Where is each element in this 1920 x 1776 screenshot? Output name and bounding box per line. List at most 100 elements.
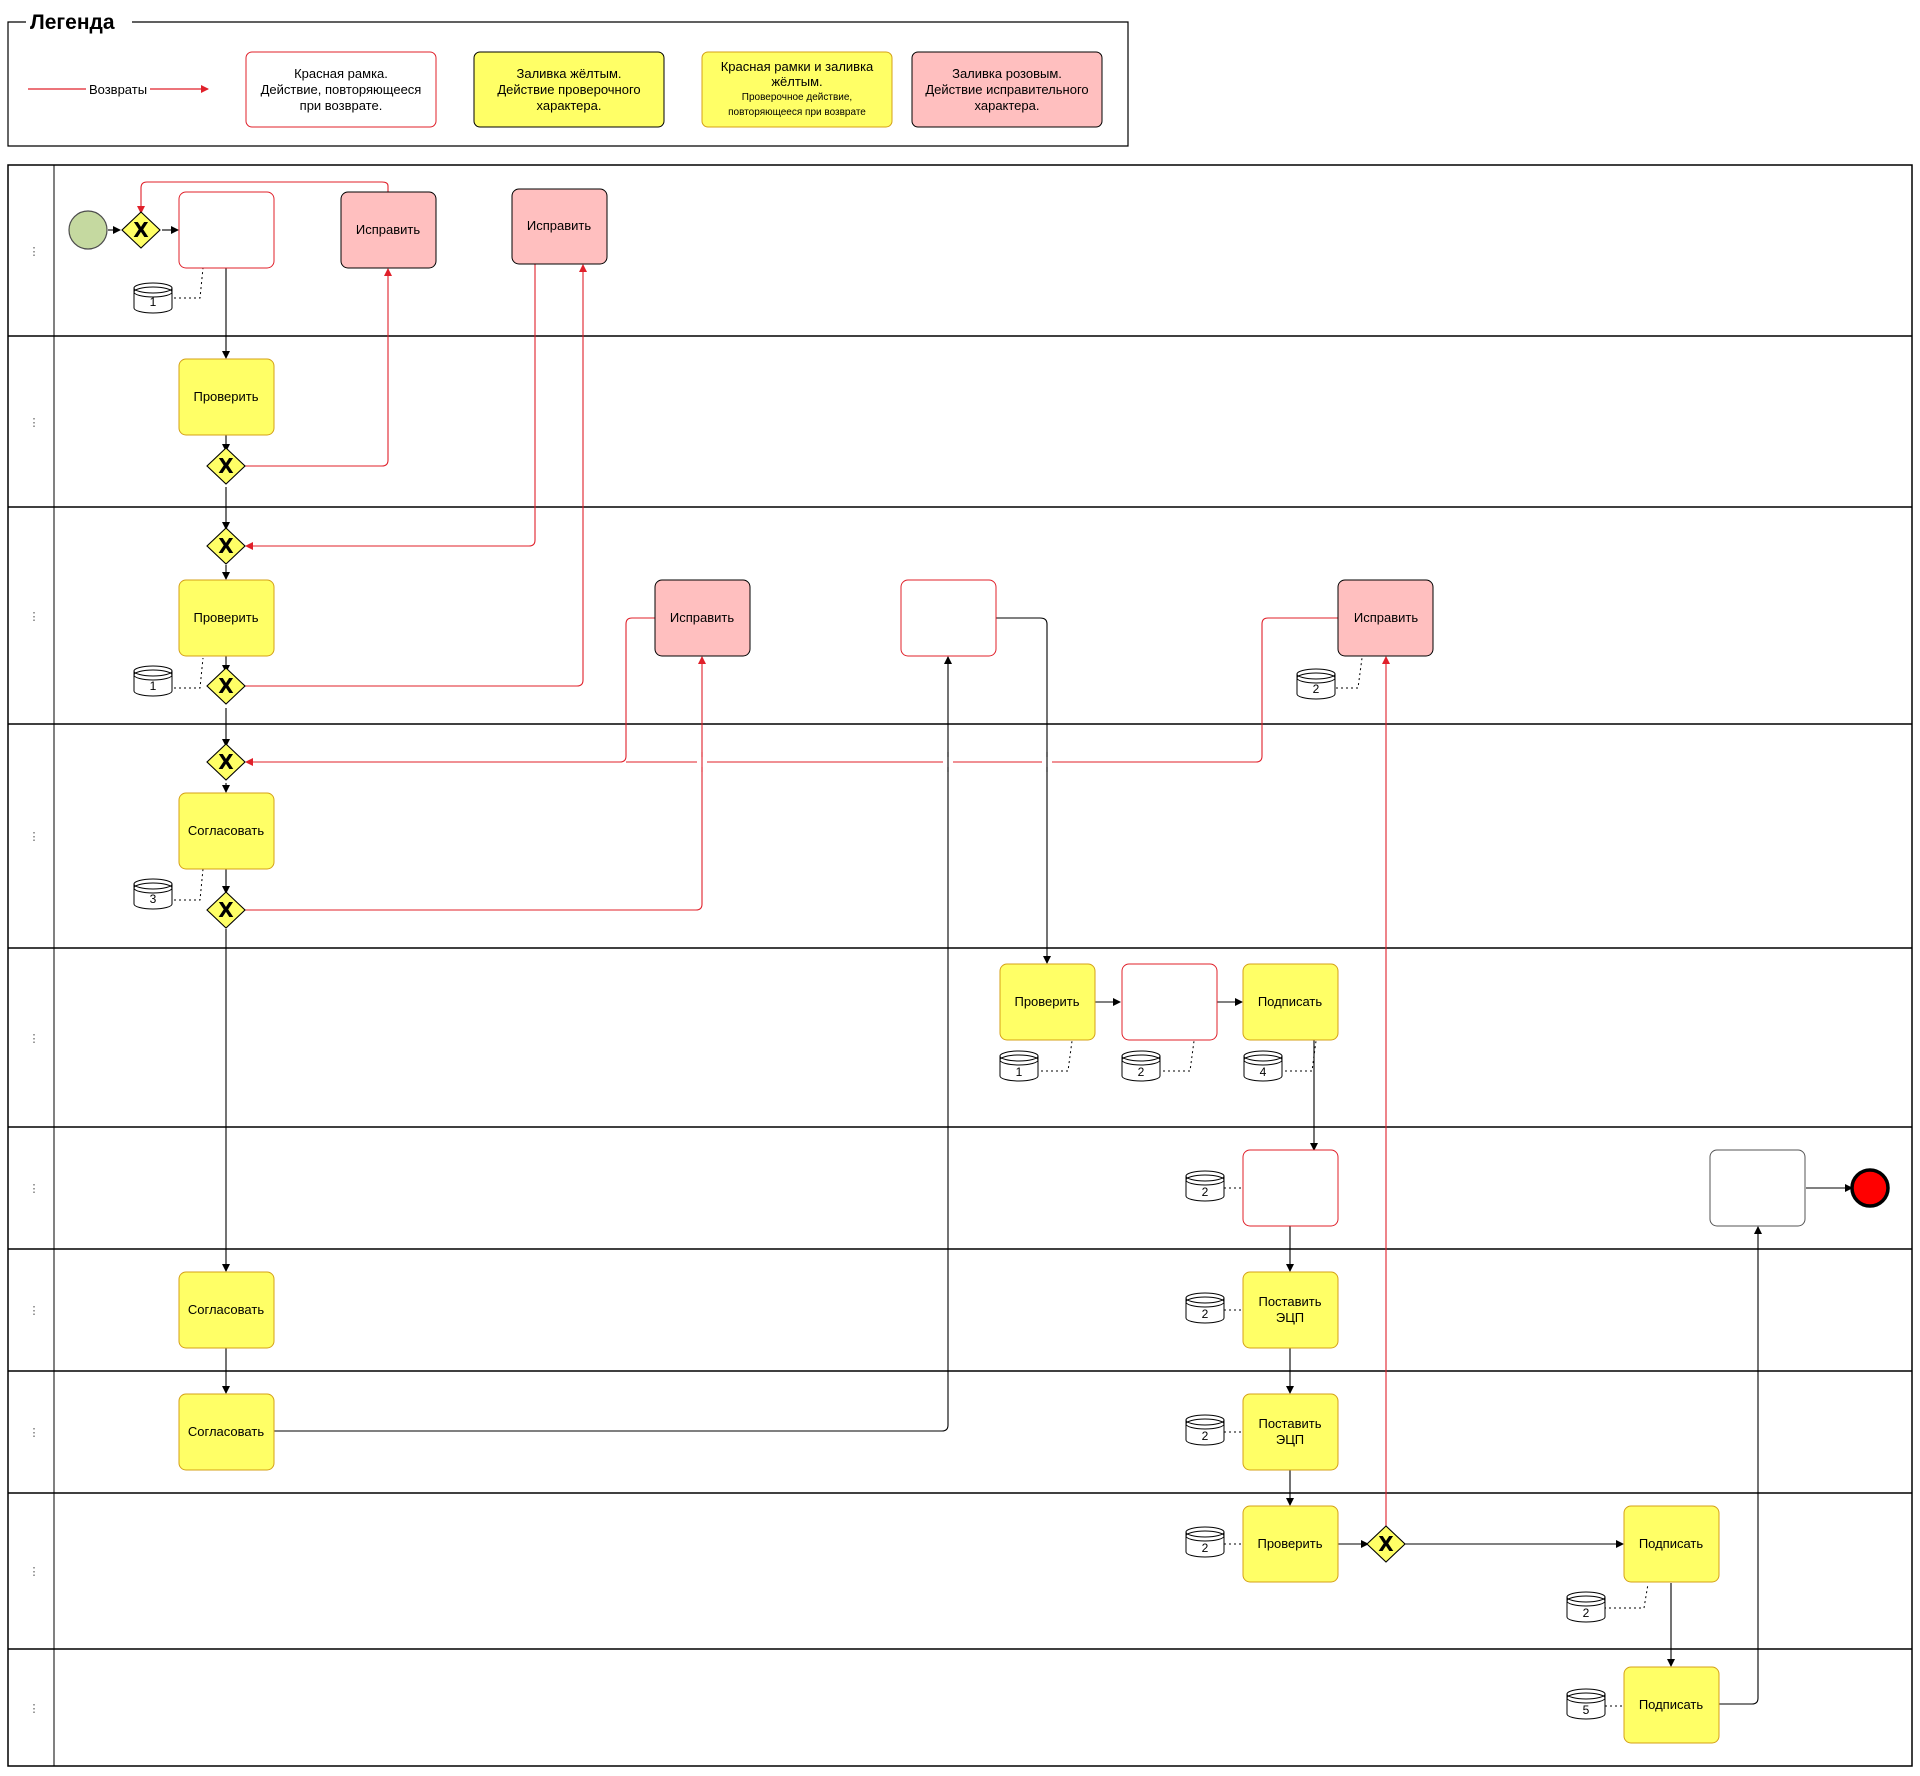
legend-item-pink-fill: Заливка розовым. Действие исправительног… xyxy=(911,51,1103,128)
datastore-5b-label: 2 xyxy=(1138,1065,1145,1079)
return-flows xyxy=(137,181,1390,1526)
lane-8-handle[interactable]: ⋮ xyxy=(29,1427,40,1439)
task-approve-7[interactable]: Согласовать xyxy=(178,1271,275,1349)
gateway-3a[interactable]: X xyxy=(206,527,246,565)
legend-item-4-line-1: Заливка розовым. xyxy=(952,66,1062,81)
lane-handles: ⋮ ⋮ ⋮ ⋮ ⋮ ⋮ ⋮ ⋮ ⋮ ⋮ xyxy=(29,246,40,1715)
legend-item-4-line-2: Действие исправительного xyxy=(925,82,1088,97)
lane-9-handle[interactable]: ⋮ xyxy=(29,1566,40,1578)
task-empty-1[interactable] xyxy=(178,191,275,269)
task-approve-4[interactable]: Согласовать xyxy=(178,792,275,870)
task-fix-1[interactable]: Исправить xyxy=(340,191,437,269)
task-approve-8-label: Согласовать xyxy=(188,1424,264,1439)
gateways: X X X X X X X xyxy=(121,211,1406,1563)
gateway-4b[interactable]: X xyxy=(206,891,246,929)
datastore-4[interactable]: 3 xyxy=(133,878,173,910)
lane-3-handle[interactable]: ⋮ xyxy=(29,611,40,623)
task-ecp-7[interactable]: Поставить ЭЦП xyxy=(1242,1271,1339,1349)
legend-item-3-line-1: Красная рамки и заливка xyxy=(721,59,874,74)
gateway-9-mark: X xyxy=(1378,1532,1394,1556)
datastore-8-label: 2 xyxy=(1202,1429,1209,1443)
datastore-3a-label: 1 xyxy=(150,679,157,693)
datastore-7-label: 2 xyxy=(1202,1307,1209,1321)
lane-7-handle[interactable]: ⋮ xyxy=(29,1305,40,1317)
task-check-3[interactable]: Проверить xyxy=(178,579,275,657)
task-check-2[interactable]: Проверить xyxy=(178,358,275,436)
line-jump-rejoin xyxy=(701,752,1048,772)
task-ecp-8[interactable]: Поставить ЭЦП xyxy=(1242,1393,1339,1471)
task-ecp-8-label-1: Поставить xyxy=(1258,1416,1321,1431)
datastore-5c-label: 4 xyxy=(1260,1065,1267,1079)
datastore-10-label: 5 xyxy=(1583,1703,1590,1717)
legend-item-3-small-2: повторяющееся при возврате xyxy=(728,107,866,118)
datastore-5a[interactable]: 1 xyxy=(999,1050,1039,1082)
task-sign-10-label: Подписать xyxy=(1639,1697,1704,1712)
task-check-9[interactable]: Проверить xyxy=(1242,1505,1339,1583)
gateway-3b[interactable]: X xyxy=(206,667,246,705)
gateway-4a[interactable]: X xyxy=(206,743,246,781)
lane-2-handle[interactable]: ⋮ xyxy=(29,417,40,429)
gateway-2[interactable]: X xyxy=(206,447,246,485)
sequence-flows xyxy=(108,226,1853,1705)
lane-4-handle[interactable]: ⋮ xyxy=(29,831,40,843)
data-stores: 1 1 2 3 1 2 xyxy=(133,282,1606,1720)
datastore-7[interactable]: 2 xyxy=(1185,1292,1225,1324)
legend-item-red-border: Красная рамка. Действие, повторяющееся п… xyxy=(245,51,437,128)
task-empty-6a[interactable] xyxy=(1242,1149,1339,1227)
datastore-1-label: 1 xyxy=(150,295,157,309)
datastore-4-label: 3 xyxy=(150,892,157,906)
data-associations xyxy=(174,267,1649,1707)
legend-return-label: Возвраты xyxy=(89,82,147,97)
datastore-5c[interactable]: 4 xyxy=(1243,1050,1283,1082)
legend-item-1-line-2: Действие, повторяющееся xyxy=(261,82,422,97)
task-sign-9-label: Подписать xyxy=(1639,1536,1704,1551)
legend-item-3-line-2: жёлтым. xyxy=(771,74,822,89)
task-check-9-label: Проверить xyxy=(1257,1536,1322,1551)
task-approve-8[interactable]: Согласовать xyxy=(178,1393,275,1471)
task-empty-6b[interactable] xyxy=(1709,1149,1806,1227)
datastore-10[interactable]: 5 xyxy=(1566,1688,1606,1720)
lane-1-handle[interactable]: ⋮ xyxy=(29,246,40,258)
task-sign-9[interactable]: Подписать xyxy=(1623,1505,1720,1583)
task-empty-5[interactable] xyxy=(1121,963,1218,1041)
task-check-5[interactable]: Проверить xyxy=(999,963,1096,1041)
legend-item-1-line-3: при возврате. xyxy=(300,98,383,113)
datastore-9a[interactable]: 2 xyxy=(1185,1526,1225,1558)
start-event[interactable] xyxy=(68,210,108,250)
task-ecp-8-label-2: ЭЦП xyxy=(1276,1432,1304,1447)
legend: Легенда Возвраты Красная рамка. Действие… xyxy=(7,11,1129,147)
tasks: Исправить Исправить Проверить Проверить … xyxy=(178,188,1806,1744)
gateway-9[interactable]: X xyxy=(1366,1525,1406,1563)
end-event[interactable] xyxy=(1850,1168,1890,1208)
datastore-5b[interactable]: 2 xyxy=(1121,1050,1161,1082)
task-sign-5[interactable]: Подписать xyxy=(1242,963,1339,1041)
lane-5-handle[interactable]: ⋮ xyxy=(29,1033,40,1045)
datastore-6[interactable]: 2 xyxy=(1185,1170,1225,1202)
task-sign-10[interactable]: Подписать xyxy=(1623,1666,1720,1744)
gateway-2-mark: X xyxy=(218,454,234,478)
lane-10-handle[interactable]: ⋮ xyxy=(29,1703,40,1715)
gateway-4b-mark: X xyxy=(218,898,234,922)
datastore-3b[interactable]: 2 xyxy=(1296,668,1336,700)
legend-item-2-line-2: Действие проверочного xyxy=(497,82,640,97)
gateway-3a-mark: X xyxy=(218,534,234,558)
datastore-8[interactable]: 2 xyxy=(1185,1414,1225,1446)
legend-title: Легенда xyxy=(30,11,115,34)
legend-item-red-border-yellow-fill: Красная рамки и заливка жёлтым. Провероч… xyxy=(701,51,893,128)
task-fix-3a-label: Исправить xyxy=(670,610,734,625)
task-fix-3a[interactable]: Исправить xyxy=(654,579,751,657)
legend-item-3-small-1: Проверочное действие, xyxy=(742,92,852,103)
task-fix-2[interactable]: Исправить xyxy=(511,188,608,265)
gateway-1-mark: X xyxy=(133,218,149,242)
datastore-1[interactable]: 1 xyxy=(133,282,173,314)
task-sign-5-label: Подписать xyxy=(1258,994,1323,1009)
pool-frame xyxy=(7,164,1913,1767)
datastore-9b[interactable]: 2 xyxy=(1566,1591,1606,1623)
gateway-1[interactable]: X xyxy=(121,211,161,249)
datastore-3a[interactable]: 1 xyxy=(133,665,173,697)
task-check-3-label: Проверить xyxy=(193,610,258,625)
lane-6-handle[interactable]: ⋮ xyxy=(29,1183,40,1195)
task-empty-3[interactable] xyxy=(900,579,997,657)
task-fix-3b[interactable]: Исправить xyxy=(1337,579,1434,657)
